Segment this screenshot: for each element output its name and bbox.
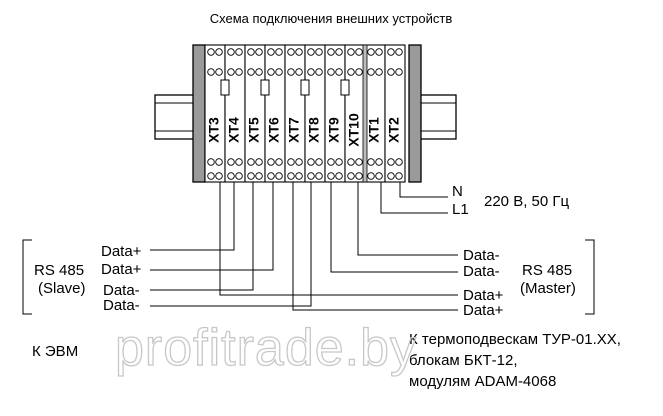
terminal-label: XT6 bbox=[266, 117, 282, 143]
terminal-xt9: XT9 bbox=[324, 44, 346, 183]
master-role: (Master) bbox=[520, 280, 576, 297]
terminal-xt8: XT8 bbox=[304, 44, 326, 183]
din-rail bbox=[154, 94, 457, 140]
terminal-label: XT5 bbox=[246, 117, 262, 143]
devices-line-2: блокам БКТ-12, bbox=[409, 352, 518, 369]
power-input: N L1 220 В, 50 Гц bbox=[452, 183, 570, 218]
rs485-slave: RS 485 (Slave) Data+ Data+ Data- Data- bbox=[22, 239, 142, 315]
terminal-label: XT8 bbox=[306, 117, 322, 143]
terminal-label: XT9 bbox=[326, 117, 342, 143]
jumper bbox=[260, 79, 270, 115]
slave-role: (Slave) bbox=[38, 280, 86, 297]
watermark: profitrade.by bbox=[115, 319, 417, 377]
rs485-master: RS 485 (Master) Data- Data- Data+ Data+ bbox=[463, 239, 595, 319]
devices-line-1: К термоподвескам ТУР-01.ХХ, bbox=[409, 331, 621, 348]
slave-line-4: Data- bbox=[103, 297, 140, 314]
terminal-label: XT10 bbox=[346, 113, 362, 147]
terminal-label: XT2 bbox=[386, 117, 402, 143]
jumper bbox=[300, 79, 310, 115]
terminal-xt6: XT6 bbox=[264, 44, 286, 183]
power-n-label: N bbox=[452, 183, 463, 200]
power-l1-label: L1 bbox=[452, 201, 469, 218]
devices-line-3: модулям ADAM-4068 bbox=[409, 373, 556, 390]
diagram-title: Схема подключения внешних устройств bbox=[210, 11, 453, 26]
master-line-4: Data+ bbox=[463, 302, 504, 319]
slave-line-1: Data+ bbox=[101, 243, 142, 260]
terminal-xt3: XT3 bbox=[204, 44, 226, 183]
power-spec: 220 В, 50 Гц bbox=[484, 193, 570, 210]
terminal-xt1: XT1 bbox=[364, 44, 386, 183]
slave-name: RS 485 bbox=[34, 262, 84, 279]
terminal-xt4: XT4 bbox=[224, 44, 246, 183]
master-line-3: Data+ bbox=[463, 287, 504, 304]
master-name: RS 485 bbox=[522, 262, 572, 279]
master-line-2: Data- bbox=[463, 263, 500, 280]
wiring bbox=[150, 182, 458, 311]
devices-note: К термоподвескам ТУР-01.ХХ, блокам БКТ-1… bbox=[409, 331, 621, 390]
master-line-1: Data- bbox=[463, 247, 500, 264]
terminal-xt5: XT5 bbox=[244, 44, 266, 183]
terminal-label: XT7 bbox=[286, 117, 302, 143]
terminal-xt10: XT10 bbox=[344, 44, 366, 183]
slave-line-3: Data- bbox=[103, 282, 140, 299]
terminal-label: XT3 bbox=[206, 117, 222, 143]
jumper bbox=[220, 79, 230, 115]
terminal-xt2: XT2 bbox=[384, 44, 406, 183]
jumper bbox=[340, 79, 350, 115]
terminal-label: XT1 bbox=[366, 117, 382, 143]
slave-line-2: Data+ bbox=[101, 261, 142, 278]
pc-label: К ЭВМ bbox=[32, 343, 78, 360]
terminal-label: XT4 bbox=[226, 117, 242, 143]
terminal-xt7: XT7 bbox=[284, 44, 306, 183]
